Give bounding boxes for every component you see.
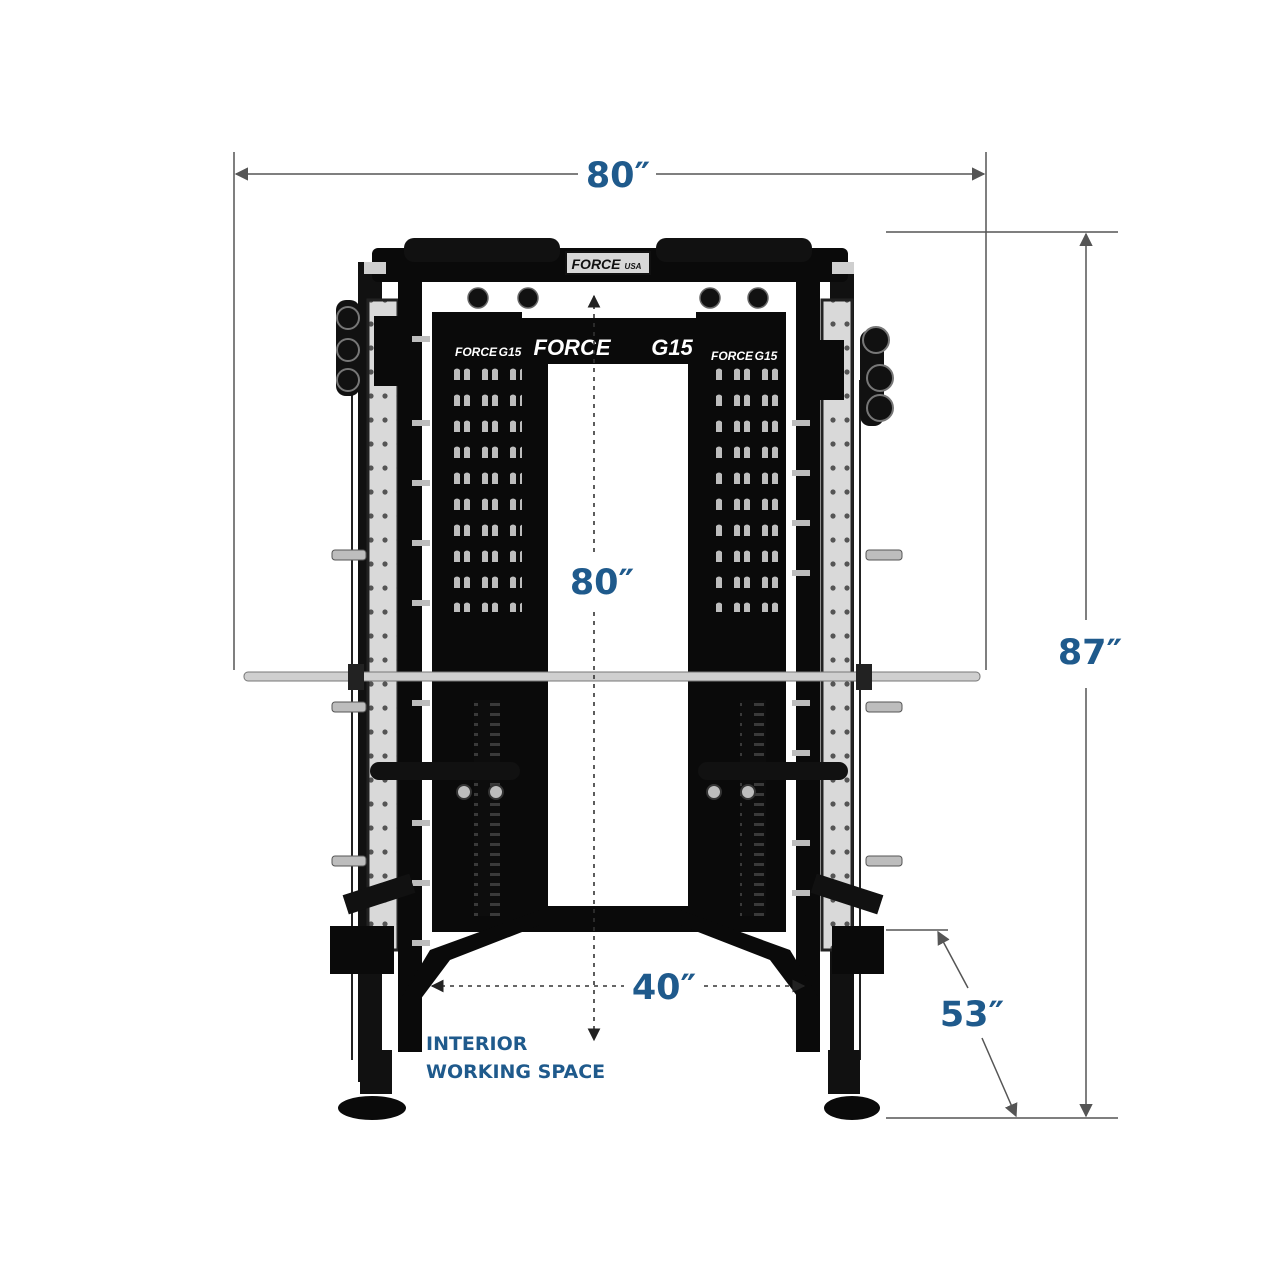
j-hook (792, 750, 810, 756)
j-hook (412, 420, 430, 426)
dimension-labels: 80″ 80″ 87″ 40″ 53″ INTERIOR WORKING SPA… (426, 156, 1122, 1083)
storage-horn (865, 549, 903, 561)
storage-horn (331, 549, 367, 561)
interior-height-label: 80″ (570, 563, 634, 603)
pulley-wheel (866, 364, 894, 392)
j-hook (412, 940, 430, 946)
dimension-guides (233, 152, 1118, 1119)
pulley (747, 287, 769, 309)
right-bar-collar (856, 664, 872, 690)
overall-height-label: 87″ (1058, 633, 1122, 673)
center-gate-opening (548, 364, 688, 908)
left-spotter-block (330, 926, 394, 974)
selector-pins (456, 784, 756, 800)
pulley-wheel (866, 394, 894, 422)
left-top-pad (404, 238, 560, 262)
left-side-pulley (336, 300, 398, 396)
right-peg-grid (712, 364, 782, 612)
pulley-wheel (862, 326, 890, 354)
j-hook (412, 880, 430, 886)
interior-width-label: 40″ (632, 968, 696, 1008)
left-spotter-arm (342, 873, 416, 915)
left-peg-grid (452, 364, 522, 612)
right-top-cap (832, 262, 854, 274)
left-bar-collar (348, 664, 364, 690)
storage-horn (331, 701, 367, 713)
right-base-leg (828, 1050, 860, 1094)
left-inner-post (398, 282, 422, 1052)
center-g15-logo: G15 (651, 335, 693, 360)
interior-dimension-guides (430, 294, 806, 1042)
right-top-pad (656, 238, 812, 262)
j-hook (412, 820, 430, 826)
j-hook (792, 470, 810, 476)
pulley (699, 287, 721, 309)
g15-functional-trainer: FORCE USA FORCE G15 FORCE G15 FORCE G15 (243, 238, 981, 1120)
right-inner-post (796, 282, 820, 1052)
right-foot-pad (824, 1096, 880, 1120)
plate-storage-horns (331, 549, 903, 867)
right-weight-stack (740, 700, 766, 916)
pulley-carriage (818, 340, 844, 400)
pulley-wheel (336, 368, 360, 392)
interior-annotation-line2: WORKING SPACE (426, 1061, 605, 1083)
j-hook (412, 700, 430, 706)
right-spotter-arm (810, 873, 884, 915)
pulley-wheel (336, 306, 360, 330)
top-pulleys (467, 287, 769, 309)
j-hook (792, 840, 810, 846)
top-brand-plate (565, 251, 651, 275)
j-hook (412, 480, 430, 486)
left-dip-arm (370, 762, 520, 780)
pulley (467, 287, 489, 309)
j-hook (792, 520, 810, 526)
j-hook (792, 890, 810, 896)
top-plate-logo: FORCE (572, 256, 622, 272)
right-spotter-block (832, 926, 884, 974)
center-force-logo: FORCE (534, 335, 612, 360)
top-plate-suffix: USA (625, 262, 642, 271)
storage-horn (331, 855, 367, 867)
right-side-pulley (818, 326, 894, 426)
selector-pin (740, 784, 756, 800)
smith-barbell (243, 671, 981, 682)
selector-pin (456, 784, 472, 800)
left-weight-stack (474, 700, 500, 916)
pulley-wheel (336, 338, 360, 362)
left-hole-column (366, 298, 400, 952)
depth-arrow-bottom (981, 1037, 1018, 1118)
base-frame (400, 910, 820, 1000)
right-j-hooks (792, 420, 810, 896)
depth-arrow-top (937, 930, 969, 989)
left-j-hooks (412, 336, 430, 946)
left-foot-pad (338, 1096, 406, 1120)
j-hook (412, 540, 430, 546)
right-panel-model: G15 (755, 349, 778, 363)
left-panel-model: G15 (499, 345, 522, 359)
pulley (517, 287, 539, 309)
left-panel-logo: FORCE (455, 345, 498, 359)
left-top-cap (364, 262, 386, 274)
storage-horn (865, 855, 903, 867)
selector-pin (706, 784, 722, 800)
j-hook (792, 420, 810, 426)
depth-label: 53″ (940, 995, 1004, 1035)
storage-horn (865, 701, 903, 713)
left-base-leg (360, 1050, 392, 1094)
j-hook (792, 570, 810, 576)
pulley-carriage (374, 316, 398, 386)
j-hook (412, 336, 430, 342)
interior-annotation-line1: INTERIOR (426, 1033, 528, 1055)
overall-width-label: 80″ (586, 156, 650, 196)
j-hook (792, 700, 810, 706)
j-hook (412, 600, 430, 606)
right-panel-logo: FORCE (711, 349, 754, 363)
selector-pin (488, 784, 504, 800)
right-dip-arm (698, 762, 848, 780)
